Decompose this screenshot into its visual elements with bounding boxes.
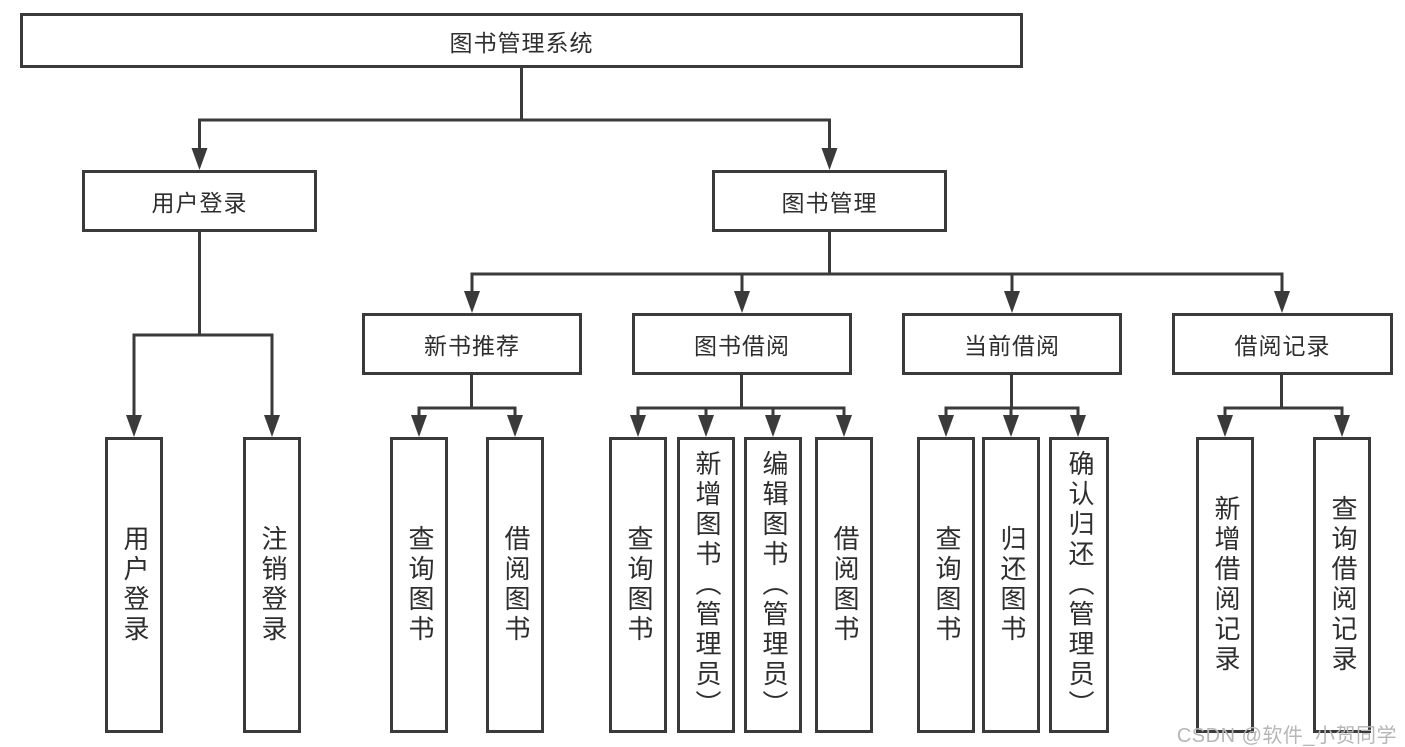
arrowhead bbox=[507, 415, 523, 437]
leaf-recommend-borrow-books: 借阅图书 bbox=[486, 437, 544, 733]
leaf-label: 注销登录 bbox=[257, 525, 288, 645]
node-root: 图书管理系统 bbox=[20, 13, 1023, 68]
node-current-borrow: 当前借阅 bbox=[902, 313, 1122, 375]
node-label: 图书管理 bbox=[781, 190, 878, 216]
leaf-confirm-return-admin: 确认归还（管理员） bbox=[1049, 437, 1109, 733]
leaf-label: 用户登录 bbox=[119, 525, 150, 645]
leaf-label: 新增借阅记录 bbox=[1210, 495, 1241, 675]
leaf-label: 查询借阅记录 bbox=[1327, 495, 1358, 675]
arrowhead bbox=[264, 415, 280, 437]
node-label: 用户登录 bbox=[151, 190, 248, 216]
node-book-management-branch: 图书管理 bbox=[712, 170, 947, 232]
leaf-logout: 注销登录 bbox=[243, 437, 301, 733]
node-user-login-branch: 用户登录 bbox=[82, 170, 317, 232]
node-new-book-recommend: 新书推荐 bbox=[362, 313, 582, 375]
leaf-current-query-books: 查询图书 bbox=[917, 437, 975, 733]
leaf-recommend-query-books: 查询图书 bbox=[390, 437, 448, 733]
leaf-return-books: 归还图书 bbox=[982, 437, 1040, 733]
arrowhead bbox=[1070, 415, 1086, 437]
leaf-label: 借阅图书 bbox=[829, 525, 860, 645]
arrowhead bbox=[1334, 415, 1350, 437]
node-label: 新书推荐 bbox=[424, 333, 520, 359]
node-root-label: 图书管理系统 bbox=[449, 29, 594, 56]
arrowhead bbox=[630, 415, 646, 437]
leaf-label: 查询图书 bbox=[623, 525, 654, 645]
arrowhead bbox=[698, 415, 714, 437]
arrowhead bbox=[191, 148, 208, 170]
csdn-watermark: CSDN @软件_小贺同学 bbox=[1176, 725, 1397, 747]
leaf-borrow-books: 借阅图书 bbox=[815, 437, 873, 733]
arrowhead bbox=[1004, 291, 1020, 313]
leaf-label: 查询图书 bbox=[404, 525, 435, 645]
leaf-label: 归还图书 bbox=[996, 525, 1027, 645]
node-label: 图书借阅 bbox=[694, 333, 790, 359]
leaf-label: 确认归还（管理员） bbox=[1064, 450, 1095, 720]
leaf-user-login: 用户登录 bbox=[105, 437, 163, 733]
arrowhead bbox=[464, 291, 480, 313]
arrowhead bbox=[1003, 415, 1019, 437]
leaf-query-borrow-record: 查询借阅记录 bbox=[1313, 437, 1371, 733]
arrowhead bbox=[126, 415, 142, 437]
leaf-label: 借阅图书 bbox=[500, 525, 531, 645]
node-borrow-records: 借阅记录 bbox=[1172, 313, 1393, 375]
node-book-borrow: 图书借阅 bbox=[632, 313, 852, 375]
leaf-label: 新增图书（管理员） bbox=[691, 450, 722, 720]
leaf-label: 查询图书 bbox=[931, 525, 962, 645]
node-label: 当前借阅 bbox=[964, 333, 1060, 359]
leaf-borrow-query-books: 查询图书 bbox=[609, 437, 667, 733]
leaf-add-books-admin: 新增图书（管理员） bbox=[677, 437, 735, 733]
arrowhead bbox=[836, 415, 852, 437]
arrowhead bbox=[411, 415, 427, 437]
arrowhead bbox=[1274, 291, 1290, 313]
arrowhead bbox=[1217, 415, 1233, 437]
leaf-label: 编辑图书（管理员） bbox=[758, 450, 789, 720]
arrowhead bbox=[734, 291, 750, 313]
node-label: 借阅记录 bbox=[1234, 333, 1331, 359]
arrowhead bbox=[821, 148, 838, 170]
leaf-edit-books-admin: 编辑图书（管理员） bbox=[744, 437, 802, 733]
arrowhead bbox=[765, 415, 781, 437]
arrowhead bbox=[938, 415, 954, 437]
leaf-add-borrow-record: 新增借阅记录 bbox=[1196, 437, 1254, 733]
